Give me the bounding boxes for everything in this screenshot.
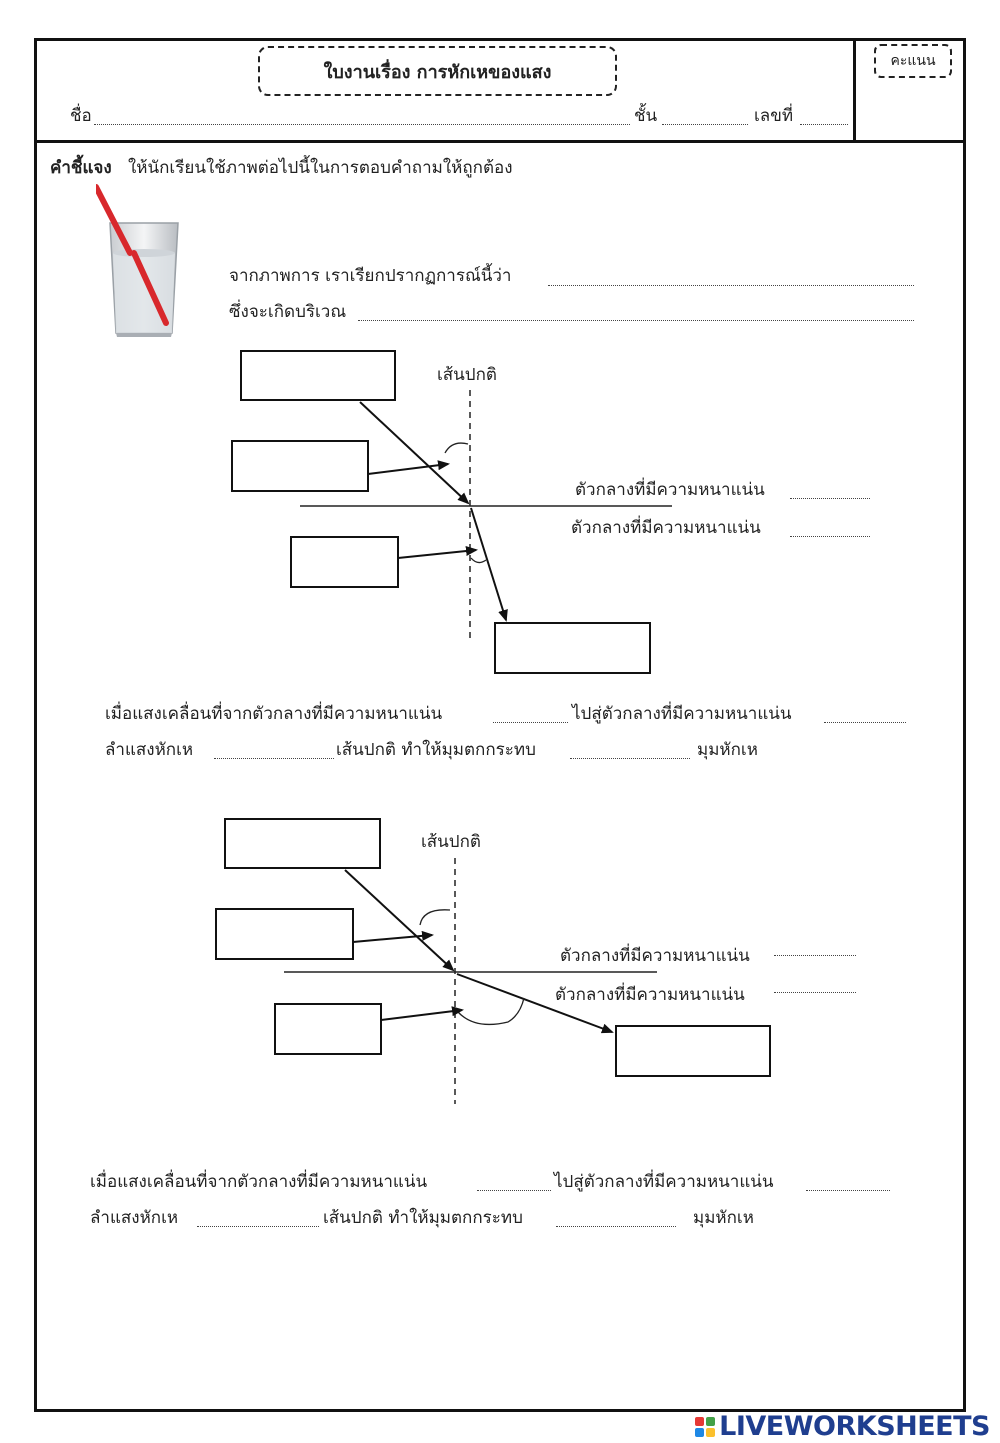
diagram1-refraction-arc [470,557,487,564]
question1-line2: ซึ่งจะเกิดบริเวณ [229,302,347,322]
sentence2-part4: เส้นปกติ ทำให้มุมตกกระทบ [323,1208,523,1228]
sentence2-field4[interactable] [556,1226,676,1227]
diagram1-refracted-ray [470,507,508,622]
number-field[interactable] [800,124,848,125]
diagram2-answer-box-incident-ray[interactable] [224,818,381,869]
name-field[interactable] [94,124,630,125]
sentence1-part3: ลำแสงหักเห [105,740,194,760]
diagram1 [231,350,672,674]
diagram1-medium-bottom-label: ตัวกลางที่มีความหนาแน่น [571,518,761,538]
diagram2-medium-bottom-field[interactable] [774,992,856,993]
sentence1-field2[interactable] [824,722,906,723]
phenomenon-field[interactable] [548,285,914,286]
instructions-text: ให้นักเรียนใช้ภาพต่อไปนี้ในการตอบคำถามให… [128,158,513,178]
diagram2-normal-label: เส้นปกติ [421,832,481,852]
diagram1-normal-label: เส้นปกติ [437,365,497,385]
diagram2-medium-bottom-label: ตัวกลางที่มีความหนาแน่น [555,985,745,1005]
diagram1-answer-box-incidence-angle[interactable] [231,440,369,492]
header-divider [34,140,963,143]
sentence2-field1[interactable] [477,1190,551,1191]
sentence1-part4: เส้นปกติ ทำให้มุมตกกระทบ [336,740,536,760]
sentence2-part3: ลำแสงหักเห [90,1208,179,1228]
question1-line1: จากภาพการ เราเรียกปรากฏการณ์นี้ว่า [229,266,512,286]
diagram2-incident-ray [344,869,455,972]
diagram2-answer-box-incidence-angle[interactable] [215,908,354,960]
sentence1-field3[interactable] [214,758,334,759]
sentence1-part1: เมื่อแสงเคลื่อนที่จากตัวกลางที่มีความหนา… [105,704,443,724]
sentence1-field1[interactable] [493,722,568,723]
sentence1-part5: มุมหักเห [697,740,758,760]
sentence2-part5: มุมหักเห [693,1208,754,1228]
number-label: เลขที่ [754,106,794,126]
diagram2 [215,818,771,1104]
diagram2-medium-top-label: ตัวกลางที่มีความหนาแน่น [560,946,750,966]
diagram2-refracted-ray [456,973,614,1034]
glass-straw-picture [96,184,179,337]
diagram1-incident-ray [359,401,470,505]
diagram2-answer-box-refracted-ray[interactable] [615,1025,771,1077]
diagram1-box3-pointer [397,546,478,559]
diagram2-medium-top-field[interactable] [774,955,856,956]
instructions-label: คำชี้แจง [50,158,112,178]
worksheet-frame [34,38,966,1412]
sentence1-field4[interactable] [570,758,690,759]
diagram2-refraction-arc [457,997,525,1026]
sentence2-part1: เมื่อแสงเคลื่อนที่จากตัวกลางที่มีความหนา… [90,1172,428,1192]
worksheet-title: ใบงานเรื่อง การหักเหของแสง [258,46,617,96]
diagram2-incidence-arc [419,909,451,926]
diagram1-answer-box-refracted-ray[interactable] [494,622,651,674]
sentence2-part2: ไปสู่ตัวกลางที่มีความหนาแน่น [554,1172,774,1192]
diagram1-box2-pointer [367,460,450,475]
liveworksheets-logo: LIVEWORKSHEETS [695,1411,990,1442]
diagram1-medium-bottom-field[interactable] [790,536,870,537]
diagram2-answer-box-refraction-angle[interactable] [274,1003,382,1055]
class-field[interactable] [662,124,748,125]
score-label: คะแนน [874,44,952,78]
liveworksheets-logo-icon [695,1416,716,1437]
diagram1-incidence-arc [444,442,469,454]
diagram2-box2-pointer [352,930,434,943]
diagram1-answer-box-refraction-angle[interactable] [290,536,399,588]
sentence1-part2: ไปสู่ตัวกลางที่มีความหนาแน่น [572,704,792,724]
sentence2-field3[interactable] [197,1226,319,1227]
score-divider [853,38,856,142]
location-field[interactable] [358,320,914,321]
diagram1-medium-top-label: ตัวกลางที่มีความหนาแน่น [575,480,765,500]
diagram2-box3-pointer [380,1006,464,1021]
name-label: ชื่อ [70,106,92,126]
diagram1-answer-box-incident-ray[interactable] [240,350,396,401]
sentence2-field2[interactable] [806,1190,890,1191]
liveworksheets-logo-text: LIVEWORKSHEETS [719,1411,990,1442]
class-label: ชั้น [634,106,658,126]
diagram1-medium-top-field[interactable] [790,498,870,499]
